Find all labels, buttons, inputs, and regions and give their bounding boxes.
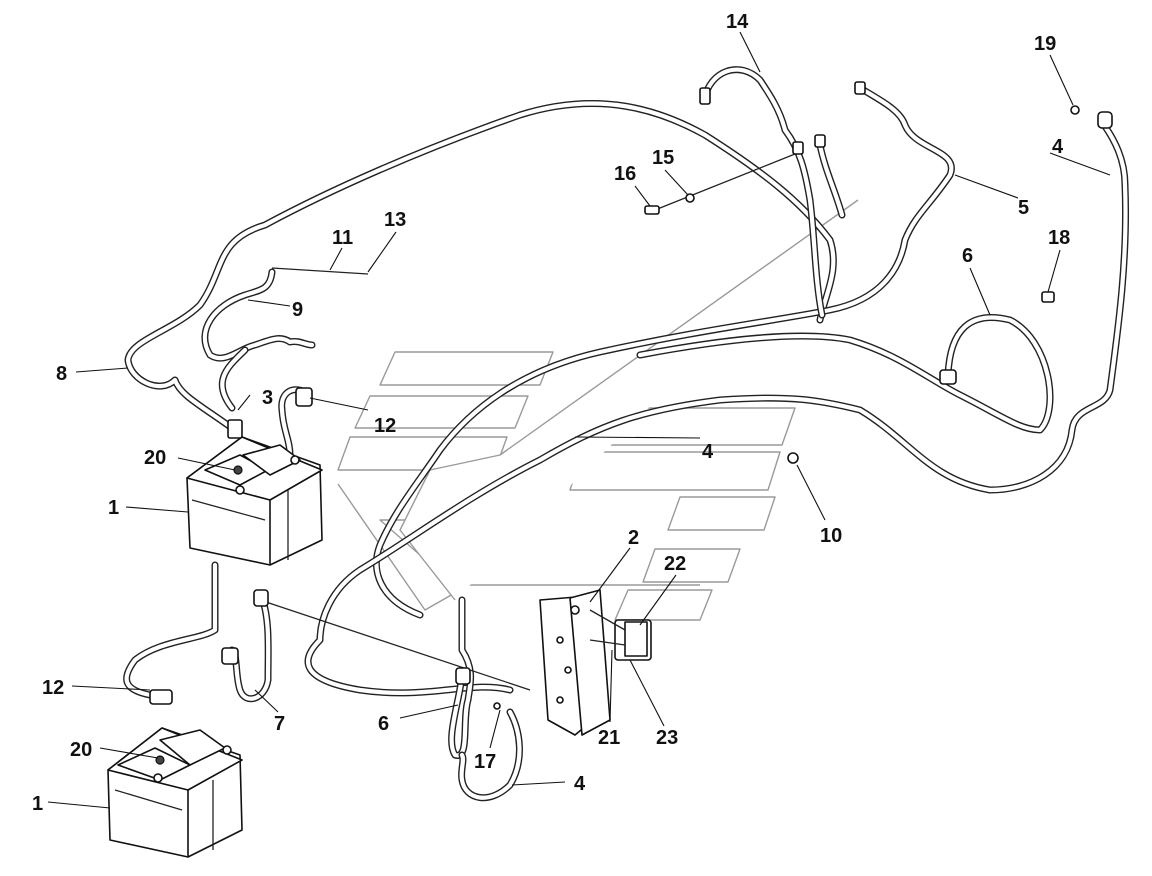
cable-12-link (123, 561, 219, 699)
callout-22: 22 (664, 553, 686, 575)
cables (123, 66, 1130, 802)
callout-23: 23 (656, 727, 678, 749)
callout-5: 5 (1018, 197, 1029, 219)
callout-7: 7 (274, 713, 285, 735)
callout-14: 14 (726, 11, 749, 33)
callout-3: 3 (262, 387, 273, 409)
callout-16: 16 (614, 163, 636, 185)
callout-10: 10 (820, 525, 842, 547)
callout-1-lower: 1 (32, 793, 43, 815)
callout-12-upper: 12 (374, 415, 396, 437)
battery-upper (186, 436, 323, 566)
terminals (149, 81, 1113, 710)
watermark-logo (337, 199, 859, 621)
callout-17: 17 (474, 751, 496, 773)
callout-4-bottom: 4 (574, 773, 586, 795)
callout-11: 11 (332, 227, 353, 249)
callout-4-right: 4 (1052, 136, 1064, 158)
callout-labels: 1 1 2 3 4 4 4 5 6 6 7 8 9 10 11 12 12 13… (32, 11, 1070, 815)
battery-lower (107, 727, 243, 858)
callout-1-upper: 1 (108, 497, 119, 519)
callout-6-bottom: 6 (378, 713, 389, 735)
callout-8: 8 (56, 363, 67, 385)
callout-21: 21 (598, 727, 620, 749)
callout-20-upper: 20 (144, 447, 166, 469)
leader-lines (47, 31, 1111, 809)
callout-20-lower: 20 (70, 739, 92, 761)
callout-6-right: 6 (962, 245, 973, 267)
callout-15: 15 (652, 147, 674, 169)
callout-19: 19 (1034, 33, 1056, 55)
callout-9: 9 (292, 299, 303, 321)
callout-2: 2 (628, 527, 639, 549)
callout-12-lower: 12 (42, 677, 64, 699)
callout-13: 13 (384, 209, 406, 231)
callout-4-middle: 4 (702, 441, 714, 463)
callout-18: 18 (1048, 227, 1070, 249)
